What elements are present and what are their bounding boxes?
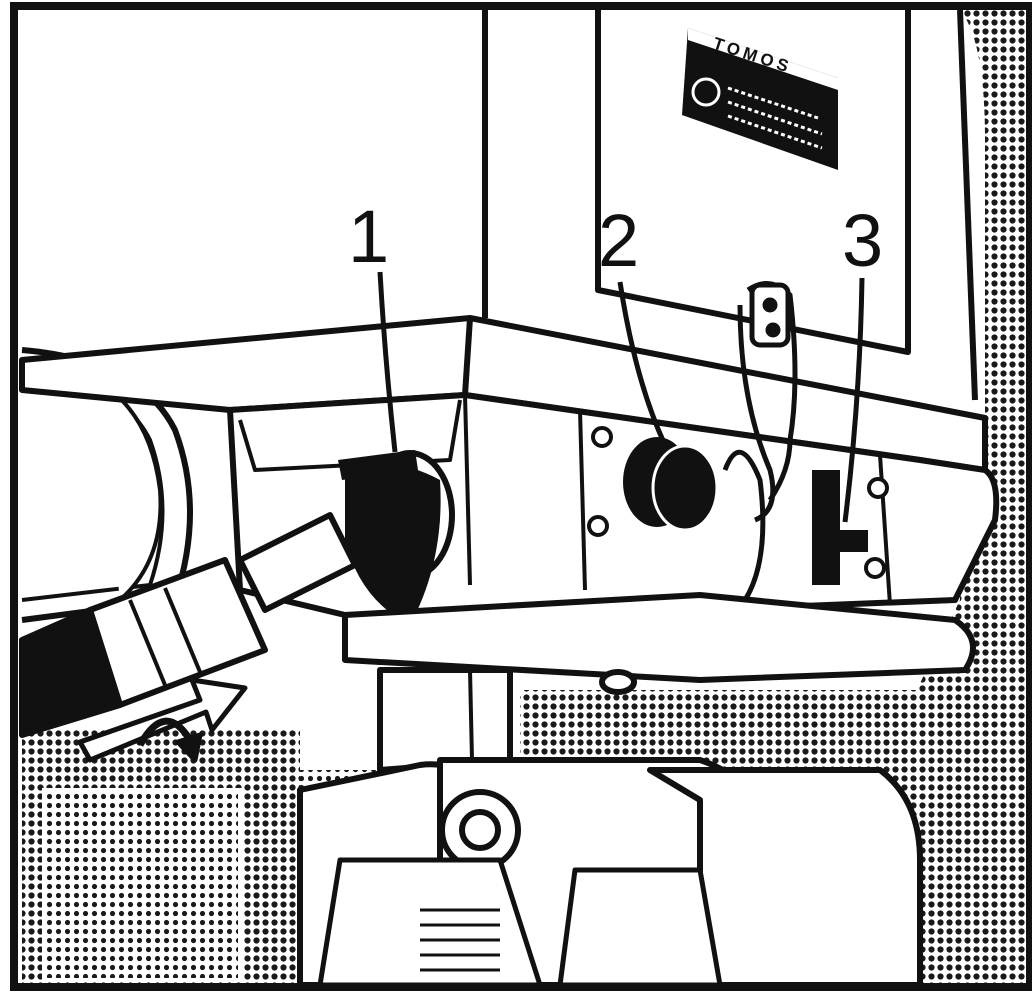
callout-3: 3 bbox=[842, 199, 883, 282]
screw-icon bbox=[593, 428, 611, 446]
callout-2: 2 bbox=[598, 199, 639, 282]
screw-icon bbox=[589, 517, 607, 535]
callout-1: 1 bbox=[348, 195, 389, 278]
screw-icon bbox=[866, 559, 884, 577]
screw-icon bbox=[869, 479, 887, 497]
halftone-inset-box bbox=[44, 790, 240, 980]
